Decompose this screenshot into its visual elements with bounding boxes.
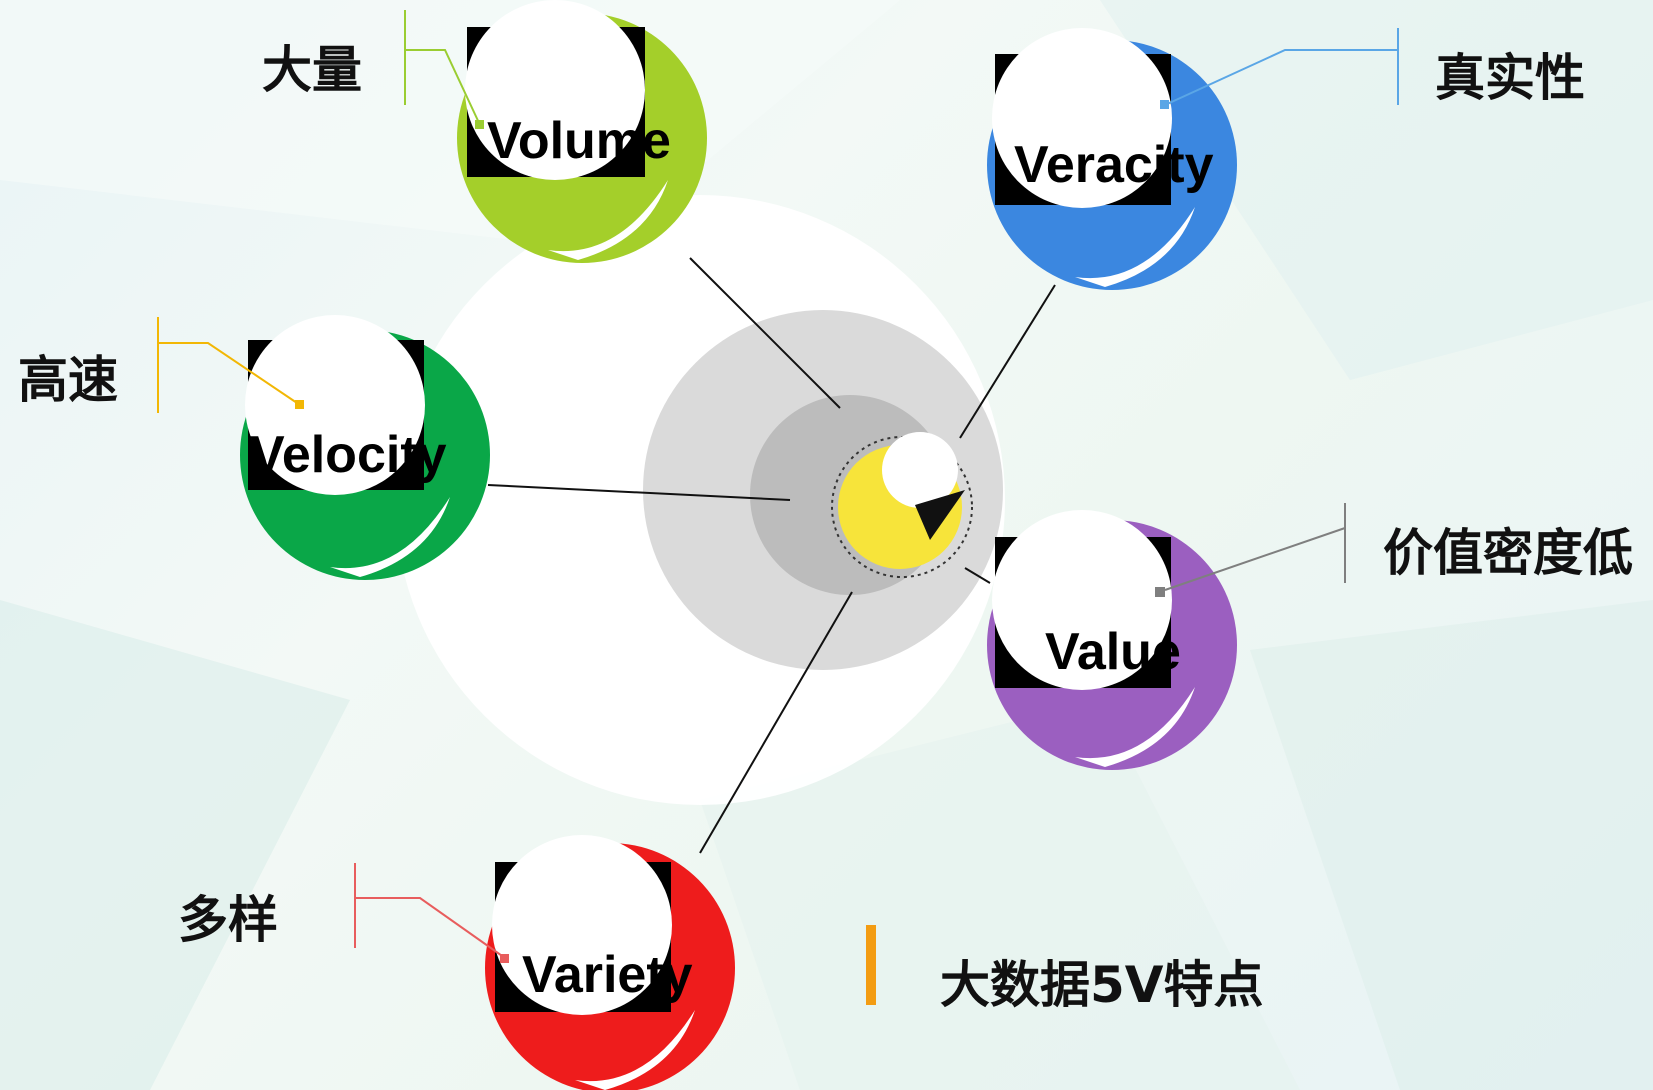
central-hub <box>831 432 973 578</box>
connector-lines <box>487 257 1056 854</box>
variety-ball <box>485 835 735 1090</box>
value-ball <box>987 510 1237 770</box>
veracity-cn-label: 真实性 <box>1435 49 1585 107</box>
veracity-label: Veracity <box>1014 136 1214 194</box>
variety-label: Variety <box>522 946 693 1004</box>
velocity-ball <box>240 315 490 580</box>
callout-lines <box>157 10 1399 963</box>
velocity-label: Velocity <box>250 426 447 484</box>
volume-ball <box>457 0 707 263</box>
page-title: 大数据5V特点 <box>940 956 1264 1014</box>
value-cn-label: 价值密度低 <box>1383 524 1633 582</box>
title-accent-bar <box>866 925 876 1005</box>
volume-label: Volume <box>487 112 671 170</box>
value-label: Value <box>1045 623 1181 681</box>
variety-cn-label: 多样 <box>178 891 278 949</box>
velocity-cn-label: 高速 <box>18 351 118 409</box>
veracity-ball <box>987 28 1237 290</box>
volume-cn-label: 大量 <box>262 41 362 99</box>
